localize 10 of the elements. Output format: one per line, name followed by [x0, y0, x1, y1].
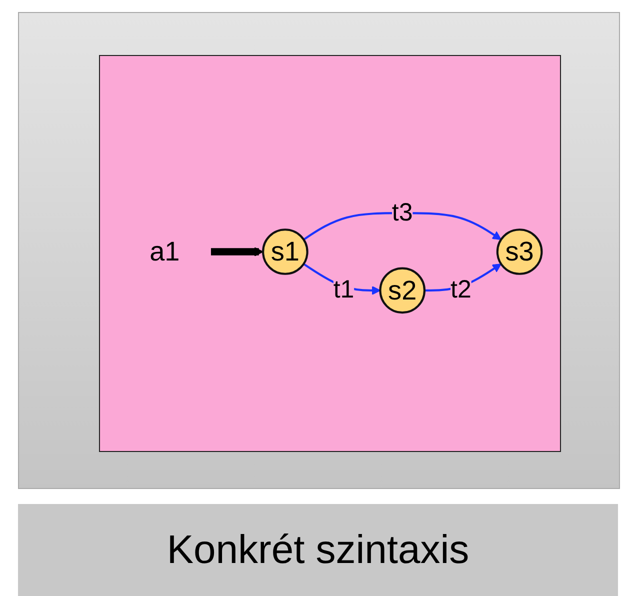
node-circle: s3: [496, 228, 543, 275]
node-circle: s2: [379, 267, 426, 314]
caption: Konkrét szintaxis: [166, 528, 470, 572]
node-circle: s1: [262, 228, 308, 275]
arrow: [210, 247, 264, 256]
edge-label: t3: [392, 198, 413, 227]
arrow: [303, 212, 502, 240]
edge-label: t1: [333, 276, 354, 304]
node-text: a1: [150, 236, 180, 267]
edge-label: t2: [450, 276, 472, 304]
